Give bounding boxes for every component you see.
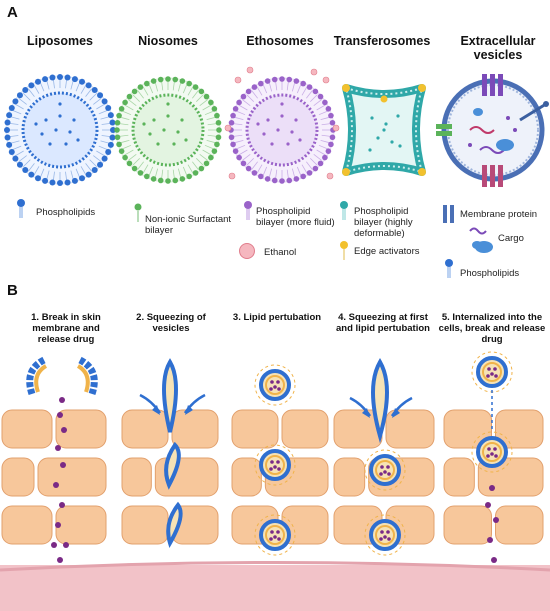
niosomes-title: Niosomes: [138, 34, 198, 48]
cargo-legend-icon: [469, 227, 493, 253]
edge-activator-legend-icon: [340, 241, 348, 260]
step-2-squeezing-vesicles: [139, 358, 206, 549]
step-5-label: 5. Internalized into the cells, break an…: [438, 312, 546, 345]
edge-activators-legend: Edge activators: [354, 246, 420, 257]
membrane-protein-legend: Membrane protein: [460, 209, 538, 220]
step-2-label: 2. Squeezing of vesicles: [136, 312, 206, 334]
ethosomes-title: Ethosomes: [246, 34, 314, 48]
niosome-diagram: [114, 76, 222, 184]
ethanol-legend: Ethanol: [264, 247, 297, 258]
phospholipid-legend-icon: [17, 199, 25, 218]
nonionic-legend: Non-ionic Surfactant bilayer: [145, 214, 232, 236]
extracellular-vesicles-title: Extracellular vesicles: [460, 34, 536, 62]
transferosomes-title: Transferosomes: [333, 34, 431, 48]
ethosome-diagram: [224, 66, 340, 184]
step-1-label: 1. Break in skin membrane and release dr…: [31, 312, 101, 345]
transferosome-diagram: [342, 84, 426, 176]
nonionic-legend-icon: [134, 203, 142, 222]
membrane-protein-legend-icon: [443, 205, 454, 223]
extracellular-vesicle-diagram: [436, 74, 549, 187]
ev-phospholipid-legend-icon: [445, 259, 453, 278]
phospholipid-fluid-legend-icon: [244, 201, 252, 220]
phospholipids-legend: Phospholipids: [36, 207, 96, 218]
phospholipid-deformable-legend-icon: [340, 201, 348, 220]
vesicle-diagrams: [4, 66, 549, 187]
step-4-label: 4. Squeezing at first and lipid pertubat…: [336, 312, 430, 334]
ethanol-legend-icon: [239, 243, 255, 259]
step-1-broken-vesicle: [26, 356, 98, 396]
step-3-label: 3. Lipid pertubation: [232, 312, 322, 323]
skin-penetration-diagram: [0, 351, 550, 611]
panel-a-label: A: [7, 4, 18, 21]
cargo-legend: Cargo: [498, 233, 524, 244]
step-4-squeezing-vesicle: [349, 358, 413, 444]
liposomes-title: Liposomes: [27, 34, 93, 48]
phospholipid-deformable-legend: Phospholipid bilayer (highly deformable): [354, 206, 413, 239]
phospholipid-fluid-legend: Phospholipid bilayer (more fluid): [256, 206, 335, 228]
ev-phospholipids-legend: Phospholipids: [460, 268, 520, 279]
liposome-diagram: [4, 74, 116, 186]
panel-b-label: B: [7, 282, 18, 299]
